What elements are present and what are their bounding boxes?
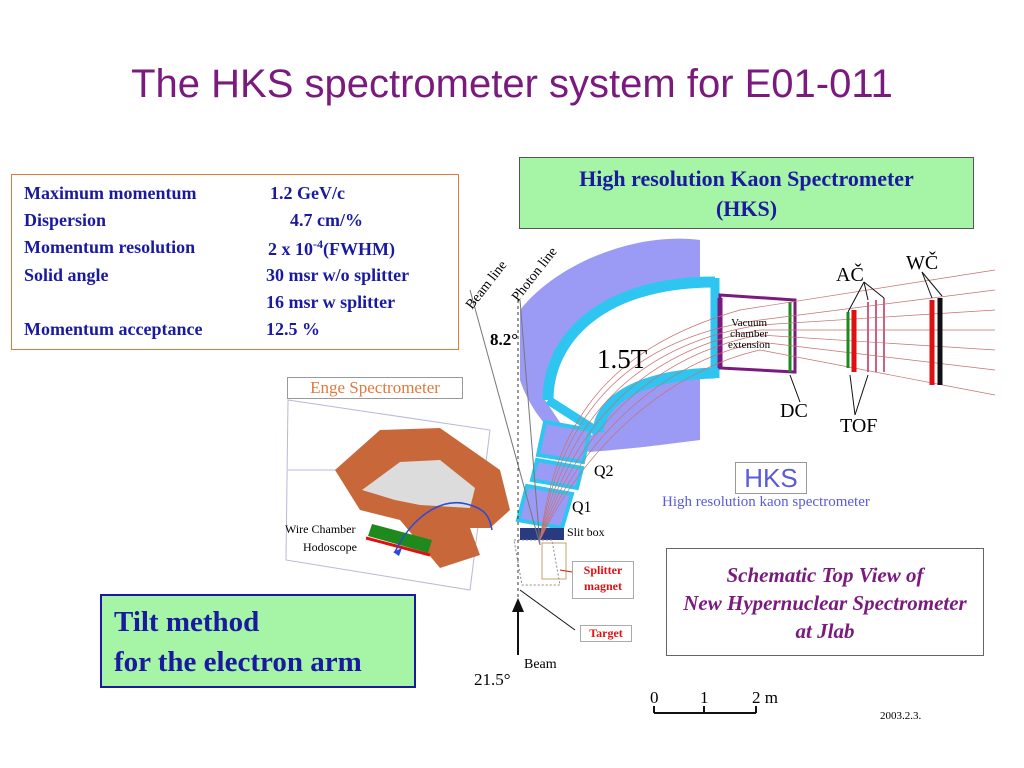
- field-label: 1.5T: [597, 344, 648, 374]
- spec-label-dispersion: Dispersion: [24, 210, 107, 230]
- wire-chamber-label: Wire Chamber: [285, 522, 356, 536]
- spec-label-max-momentum: Maximum momentum: [24, 183, 197, 203]
- date-label: 2003.2.3.: [880, 710, 922, 722]
- splitter-label-line1: Splitter: [583, 563, 623, 577]
- scale-label-0: 0: [650, 688, 659, 707]
- vacuum-label-line3: extension: [728, 339, 771, 351]
- detector-package: [789, 271, 943, 416]
- splitter-magnet-label: Splitter magnet: [572, 561, 634, 599]
- spec-value-max-momentum: 1.2 GeV/c: [270, 183, 345, 203]
- wc-label: WČ: [906, 252, 939, 274]
- spec-label-momentum-resolution: Momentum resolution: [24, 237, 196, 257]
- vacuum-chamber: [717, 293, 797, 374]
- spec-value-dispersion: 4.7 cm/%: [290, 210, 363, 230]
- hks-title-line2: (HKS): [715, 196, 778, 221]
- hks-label: HKS: [735, 462, 807, 494]
- page-title: The HKS spectrometer system for E01-011: [131, 62, 893, 106]
- scale-label-1: 1: [700, 688, 709, 707]
- spec-value-momentum-acceptance: 12.5 %: [266, 319, 320, 339]
- hks-title-line1: High resolution Kaon Spectrometer: [579, 166, 914, 191]
- resolution-suffix: (FWHM): [323, 239, 395, 259]
- ac-label: AČ: [836, 264, 864, 286]
- vacuum-label-line1: Vacuum: [731, 317, 768, 329]
- tilt-line2: for the electron arm: [114, 646, 362, 678]
- scale-label-2m: 2 m: [752, 688, 778, 707]
- spec-label-momentum-acceptance: Momentum acceptance: [24, 319, 203, 339]
- q2-label: Q2: [594, 463, 614, 480]
- particle-trajectories: [539, 269, 996, 541]
- splitter-label-line2: magnet: [584, 579, 622, 593]
- hks-subtitle: High resolution kaon spectrometer: [662, 494, 870, 510]
- tilt-method-box: Tilt method for the electron arm: [100, 594, 416, 688]
- target-label: Target: [580, 625, 632, 642]
- angle-21-5-label: 21.5°: [474, 670, 511, 689]
- enge-spectrometer-label: Enge Spectrometer: [287, 377, 463, 399]
- tof-label: TOF: [840, 415, 878, 437]
- beam-line-label: Beam line: [463, 258, 510, 312]
- beam-label: Beam: [524, 657, 557, 672]
- hks-dipole-magnet: [520, 238, 720, 452]
- beam-geometry: [469, 289, 576, 655]
- resolution-base: 2 x 10: [268, 239, 313, 259]
- spec-value-solid-angle-1: 30 msr w/o splitter: [266, 265, 410, 285]
- schematic-caption-box: Schematic Top View of New Hypernuclear S…: [666, 548, 984, 656]
- angle-8-2-label: 8.2°: [490, 330, 519, 349]
- scale-bar: [653, 706, 757, 714]
- hodoscope-label: Hodoscope: [303, 540, 357, 554]
- q1-label: Q1: [572, 499, 592, 516]
- spec-value-solid-angle-2: 16 msr w splitter: [266, 292, 396, 312]
- spec-label-solid-angle: Solid angle: [24, 265, 109, 285]
- slit-box-label: Slit box: [567, 525, 605, 539]
- enge-spectrometer-drawing: [285, 399, 510, 591]
- vacuum-label-line2: chamber: [730, 328, 769, 340]
- schematic-line3: at Jlab: [795, 619, 855, 643]
- dc-label: DC: [780, 400, 808, 422]
- schematic-line1: Schematic Top View of: [726, 563, 924, 587]
- resolution-exponent: -4: [313, 237, 323, 251]
- spec-box: Maximum momentum 1.2 GeV/c Dispersion 4.…: [11, 174, 459, 350]
- hks-title-box: High resolution Kaon Spectrometer (HKS): [519, 157, 974, 229]
- schematic-line2: New Hypernuclear Spectrometer: [683, 591, 967, 615]
- quadrupoles: [515, 419, 593, 540]
- vacuum-chamber-label: Vacuum chamber extension: [728, 318, 770, 351]
- tilt-line1: Tilt method: [114, 606, 260, 638]
- spec-value-momentum-resolution: 2 x 10-4(FWHM): [268, 237, 395, 260]
